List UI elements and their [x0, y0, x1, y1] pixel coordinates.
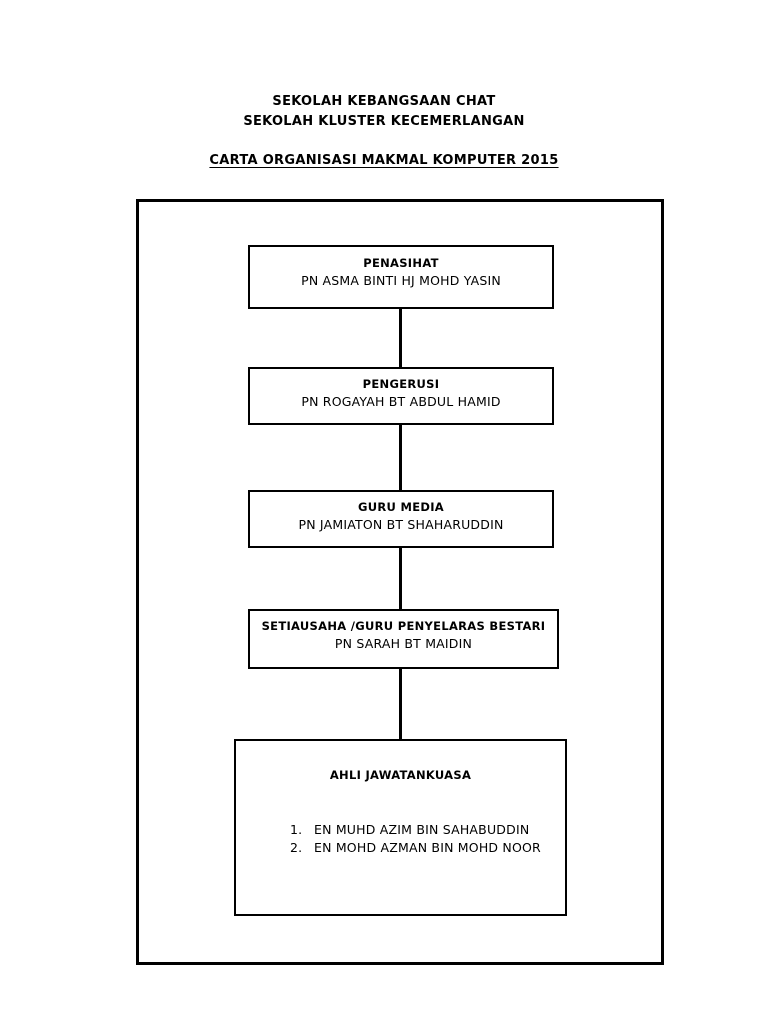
guru-media-box: GURU MEDIA PN JAMIATON BT SHAHARUDDIN	[248, 490, 554, 548]
member-number: 2.	[290, 840, 303, 855]
pengerusi-box: PENGERUSI PN ROGAYAH BT ABDUL HAMID	[248, 367, 554, 425]
connector-pengerusi-guru-media	[399, 425, 402, 490]
school-tagline: SEKOLAH KLUSTER KECEMERLANGAN	[243, 114, 525, 129]
member-list: 1. EN MUHD AZIM BIN SAHABUDDIN 2. EN MOHD …	[290, 821, 541, 857]
list-item: 1. EN MUHD AZIM BIN SAHABUDDIN	[290, 821, 541, 839]
ahli-jawatankuasa-box: AHLI JAWATANKUASA 1. EN MUHD AZIM BIN SAH…	[234, 739, 567, 916]
member-name: EN MOHD AZMAN BIN MOHD NOOR	[314, 840, 541, 855]
pengerusi-role: PENGERUSI	[362, 377, 440, 391]
chart-frame	[136, 199, 664, 965]
setiausaha-box: SETIAUSAHA /GURU PENYELARAS BESTARI PN S…	[248, 609, 559, 669]
setiausaha-name: PN SARAH BT MAIDIN	[334, 636, 473, 651]
penasihat-box: PENASIHAT PN ASMA BINTI HJ MOHD YASIN	[248, 245, 554, 309]
school-name: SEKOLAH KEBANGSAAN CHAT	[272, 94, 496, 109]
ahli-jawatankuasa-role: AHLI JAWATANKUASA	[329, 768, 472, 782]
penasihat-role: PENASIHAT	[363, 256, 439, 270]
penasihat-name: PN ASMA BINTI HJ MOHD YASIN	[301, 273, 501, 288]
setiausaha-role: SETIAUSAHA /GURU PENYELARAS BESTARI	[261, 619, 546, 633]
guru-media-name: PN JAMIATON BT SHAHARUDDIN	[298, 517, 504, 532]
pengerusi-name: PN ROGAYAH BT ABDUL HAMID	[301, 394, 501, 409]
list-item: 2. EN MOHD AZMAN BIN MOHD NOOR	[290, 839, 541, 857]
guru-media-role: GURU MEDIA	[358, 500, 444, 514]
member-name: EN MUHD AZIM BIN SAHABUDDIN	[314, 822, 530, 837]
connector-guru-media-setiausaha	[399, 548, 402, 609]
connector-penasihat-pengerusi	[399, 309, 402, 367]
chart-title: CARTA ORGANISASI MAKMAL KOMPUTER 2015	[209, 153, 559, 168]
member-number: 1.	[290, 822, 303, 837]
connector-setiausaha-ahli	[399, 669, 402, 739]
